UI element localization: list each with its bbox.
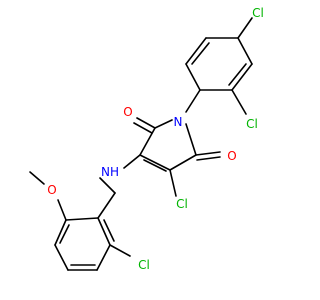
bond: [139, 154, 171, 171]
atom-nh: NH: [101, 165, 119, 179]
bond: [109, 244, 131, 257]
bond: [123, 154, 141, 169]
bond: [185, 89, 201, 113]
bond: [169, 154, 197, 171]
bond: [65, 217, 99, 221]
bond: [231, 63, 253, 91]
bond: [191, 42, 210, 65]
bond: [143, 159, 167, 172]
bond: [103, 219, 115, 242]
atom-cl-vinyl: Cl: [176, 197, 188, 211]
atom-labels: Cl Cl O N O Cl NH O Cl: [47, 6, 264, 272]
atom-o-carbonyl-right: O: [227, 149, 236, 163]
bond: [54, 244, 69, 271]
bond: [237, 37, 253, 65]
bond: [196, 156, 221, 161]
bond: [96, 244, 111, 271]
bond: [237, 17, 253, 39]
bond: [185, 63, 201, 91]
structure-drawing: Cl Cl O N O Cl NH O Cl: [29, 6, 264, 272]
atom-o-methoxy: O: [47, 183, 56, 197]
atom-n-ring: N: [174, 115, 183, 129]
bonds: [29, 17, 253, 271]
atom-cl-bottom: Cl: [138, 258, 150, 272]
bond: [133, 122, 153, 134]
bond: [185, 123, 197, 156]
atom-cl-top-right: Cl: [252, 6, 264, 20]
bond: [231, 89, 247, 115]
bond: [228, 63, 247, 86]
bond: [195, 151, 221, 156]
bond: [57, 199, 67, 221]
bond: [97, 217, 111, 246]
bond: [185, 37, 207, 65]
atom-cl-ortho: Cl: [246, 117, 258, 131]
bond: [136, 117, 156, 129]
bond: [99, 177, 116, 194]
molecule-canvas: Cl Cl O N O Cl NH O Cl: [29, 6, 264, 272]
bond: [59, 224, 70, 244]
bond: [29, 171, 45, 185]
atom-o-carbonyl-left: O: [123, 105, 132, 119]
bond: [139, 127, 156, 156]
bond: [154, 119, 173, 129]
bond: [169, 169, 177, 197]
bond: [97, 192, 116, 219]
bond: [54, 219, 67, 246]
